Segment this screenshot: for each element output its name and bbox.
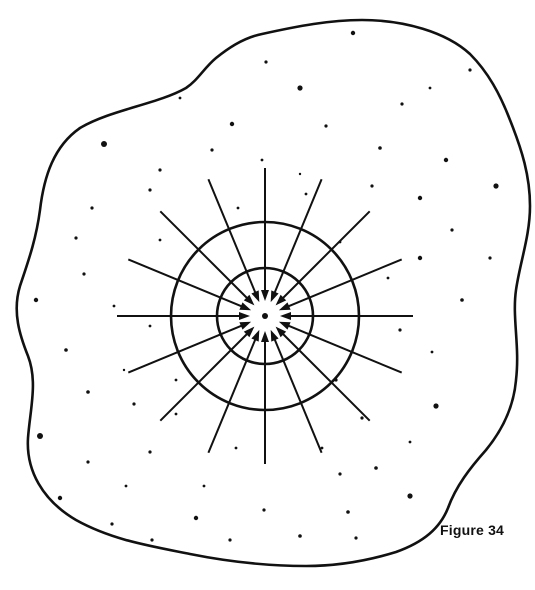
particle-dot [299,173,301,175]
particle-dot [235,447,238,450]
arrowhead [239,302,251,310]
particle-dot [429,87,432,90]
arrowhead [261,331,269,342]
particle-dot [86,460,89,463]
particle-dot [230,122,234,126]
particle-dot [64,348,68,352]
particle-dot [354,536,357,539]
particle-dot [418,196,422,200]
particle-dot [37,433,43,439]
arrowhead [239,312,250,320]
particle-dot [400,102,403,105]
particle-dot [339,241,342,244]
particle-dot [407,493,412,498]
particle-dot [148,450,151,453]
particle-dot [237,207,240,210]
particle-dot [228,538,231,541]
particle-dot [433,403,438,408]
particle-dot [398,328,401,331]
particle-dot [113,305,116,308]
particle-dot [374,466,378,470]
particle-dot [450,228,453,231]
arrowhead [279,322,291,330]
particle-dot [264,60,267,63]
radial-line [282,333,370,421]
particle-dot [418,256,422,260]
particle-dot [101,141,107,147]
arrowhead [280,312,291,320]
particle-dot [74,236,77,239]
particle-dot [194,516,198,520]
particle-dot [175,379,178,382]
particle-dot [351,31,355,35]
arrowhead [251,290,259,302]
particle-dot [460,298,464,302]
particle-dot [360,416,363,419]
particle-dot [148,188,151,191]
particle-dot [90,206,93,209]
particle-dot [409,441,412,444]
particle-dot [261,159,264,162]
particle-dot [431,351,434,354]
particle-dot [378,146,382,150]
particle-dot [262,508,265,511]
particle-dot [34,298,38,302]
particle-dot [82,272,85,275]
particle-dot [125,485,128,488]
particle-dot [150,538,153,541]
particle-dot [210,148,213,151]
particle-dot [110,522,113,525]
arrowhead [251,330,259,342]
arrowhead [261,290,269,301]
particle-dot [158,168,161,171]
particle-dot [123,369,125,371]
particle-dot [324,124,327,127]
particle-dot [334,378,337,381]
particle-dot [468,68,471,71]
radial-line [160,333,248,421]
arrowhead [279,302,291,310]
particle-dot [493,183,498,188]
radial-line [160,211,248,299]
particle-dot [149,325,152,328]
particle-dot [346,510,350,514]
particle-dot [370,184,373,187]
particle-dot [297,85,302,90]
arrowhead [239,322,251,330]
particle-dot [321,447,324,450]
figure-caption: Figure 34 [440,522,504,538]
particle-dot [305,193,308,196]
particle-dot [298,534,302,538]
particle-dot [86,390,90,394]
particles [34,31,499,542]
center-point [262,313,268,319]
arrowhead [271,290,279,302]
particle-dot [132,402,135,405]
particle-dot [203,485,206,488]
particle-dot [175,413,178,416]
radial-line [282,211,370,299]
particle-dot [58,496,62,500]
particle-dot [338,472,341,475]
particle-dot [387,277,390,280]
particle-dot [444,158,448,162]
particle-dot [488,256,491,259]
particle-dot [159,239,162,242]
arrowhead [271,330,279,342]
particle-dot [179,97,182,100]
